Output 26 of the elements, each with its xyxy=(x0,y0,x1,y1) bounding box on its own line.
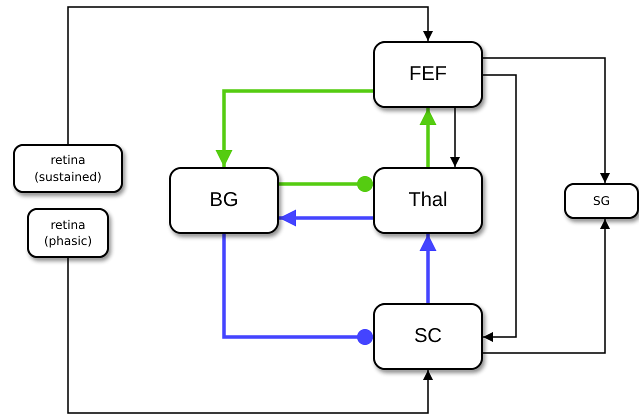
inhibitory-connector xyxy=(279,176,373,192)
region-box xyxy=(169,167,279,234)
region-box xyxy=(373,41,483,108)
arrow xyxy=(67,6,433,144)
arrow xyxy=(216,89,373,167)
region-label: retina (sustained) xyxy=(33,152,103,185)
region-label: BG xyxy=(210,189,238,212)
region-label: retina (phasic) xyxy=(42,216,94,250)
arrow xyxy=(483,74,517,342)
arrow xyxy=(420,234,436,303)
region-box xyxy=(373,167,483,234)
region-box xyxy=(373,303,483,370)
region-box xyxy=(27,208,109,258)
arrow xyxy=(483,219,610,354)
region-box xyxy=(13,144,123,193)
region-label: FEF xyxy=(409,63,447,86)
arrow xyxy=(67,258,433,414)
arrow xyxy=(483,57,610,183)
region-box xyxy=(564,183,639,219)
arrow xyxy=(450,108,460,167)
region-label: SC xyxy=(414,325,442,348)
arrow xyxy=(420,108,436,167)
region-label: SG xyxy=(593,192,610,210)
inhibitory-connector xyxy=(222,234,373,345)
arrow xyxy=(279,210,373,226)
region-label: Thal xyxy=(408,189,448,212)
